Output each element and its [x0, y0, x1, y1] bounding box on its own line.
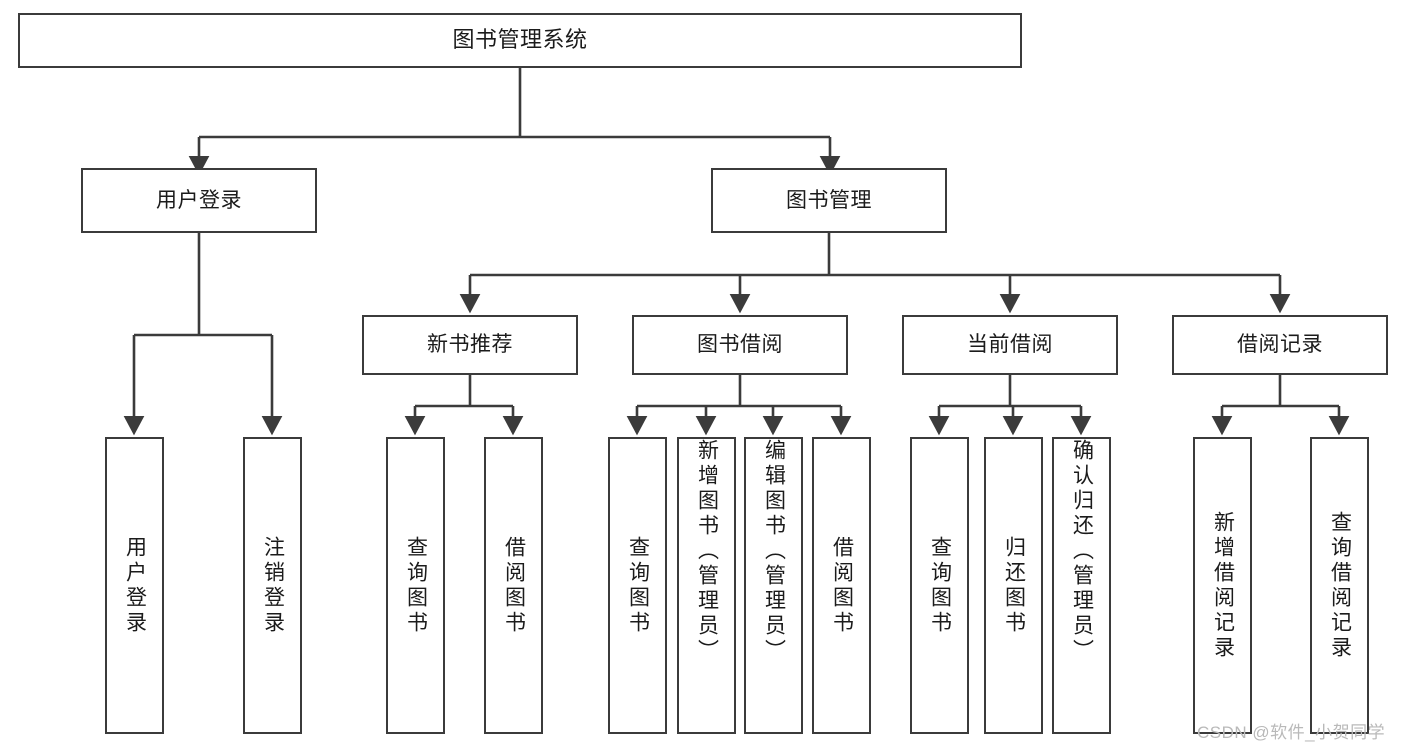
- leaf-label: 借阅图书: [502, 535, 526, 636]
- leaf-label: 新增图书（管理员）: [695, 439, 719, 664]
- node-root[interactable]: 图书管理系统: [18, 13, 1022, 68]
- node-leaf-add-borrow-record[interactable]: 新增借阅记录: [1193, 437, 1252, 734]
- node-borrow-record-label: 借阅记录: [1237, 333, 1323, 357]
- node-leaf-borrow-book-1[interactable]: 借阅图书: [484, 437, 543, 734]
- node-book-management[interactable]: 图书管理: [711, 168, 947, 233]
- leaf-label: 查询借阅记录: [1328, 510, 1352, 661]
- node-leaf-query-book-2[interactable]: 查询图书: [608, 437, 667, 734]
- node-leaf-query-borrow-record[interactable]: 查询借阅记录: [1310, 437, 1369, 734]
- node-current-borrow-label: 当前借阅: [967, 333, 1053, 357]
- node-user-login[interactable]: 用户登录: [81, 168, 317, 233]
- leaf-label: 查询图书: [404, 535, 428, 636]
- node-leaf-return-book[interactable]: 归还图书: [984, 437, 1043, 734]
- leaf-label: 借阅图书: [830, 535, 854, 636]
- node-book-borrow[interactable]: 图书借阅: [632, 315, 848, 375]
- leaf-label: 用户登录: [123, 535, 147, 636]
- node-leaf-logout-login[interactable]: 注销登录: [243, 437, 302, 734]
- node-new-book-recommend[interactable]: 新书推荐: [362, 315, 578, 375]
- csdn-watermark: CSDN @软件_小贺同学: [1197, 723, 1386, 742]
- node-book-management-label: 图书管理: [786, 188, 872, 212]
- node-leaf-user-login[interactable]: 用户登录: [105, 437, 164, 734]
- leaf-label: 归还图书: [1002, 535, 1026, 636]
- leaf-label: 注销登录: [261, 535, 285, 636]
- node-leaf-query-book-1[interactable]: 查询图书: [386, 437, 445, 734]
- node-borrow-record[interactable]: 借阅记录: [1172, 315, 1388, 375]
- leaf-label: 查询图书: [626, 535, 650, 636]
- node-new-book-recommend-label: 新书推荐: [427, 333, 513, 357]
- node-leaf-borrow-book-2[interactable]: 借阅图书: [812, 437, 871, 734]
- node-leaf-confirm-return-admin[interactable]: 确认归还（管理员）: [1052, 437, 1111, 734]
- leaf-label: 新增借阅记录: [1211, 510, 1235, 661]
- leaf-label: 确认归还（管理员）: [1070, 439, 1094, 664]
- node-book-borrow-label: 图书借阅: [697, 333, 783, 357]
- leaf-label: 编辑图书（管理员）: [762, 439, 786, 664]
- node-leaf-query-book-3[interactable]: 查询图书: [910, 437, 969, 734]
- node-root-label: 图书管理系统: [452, 27, 588, 53]
- node-current-borrow[interactable]: 当前借阅: [902, 315, 1118, 375]
- node-user-login-label: 用户登录: [156, 188, 242, 212]
- leaf-label: 查询图书: [928, 535, 952, 636]
- node-leaf-add-book-admin[interactable]: 新增图书（管理员）: [677, 437, 736, 734]
- node-leaf-edit-book-admin[interactable]: 编辑图书（管理员）: [744, 437, 803, 734]
